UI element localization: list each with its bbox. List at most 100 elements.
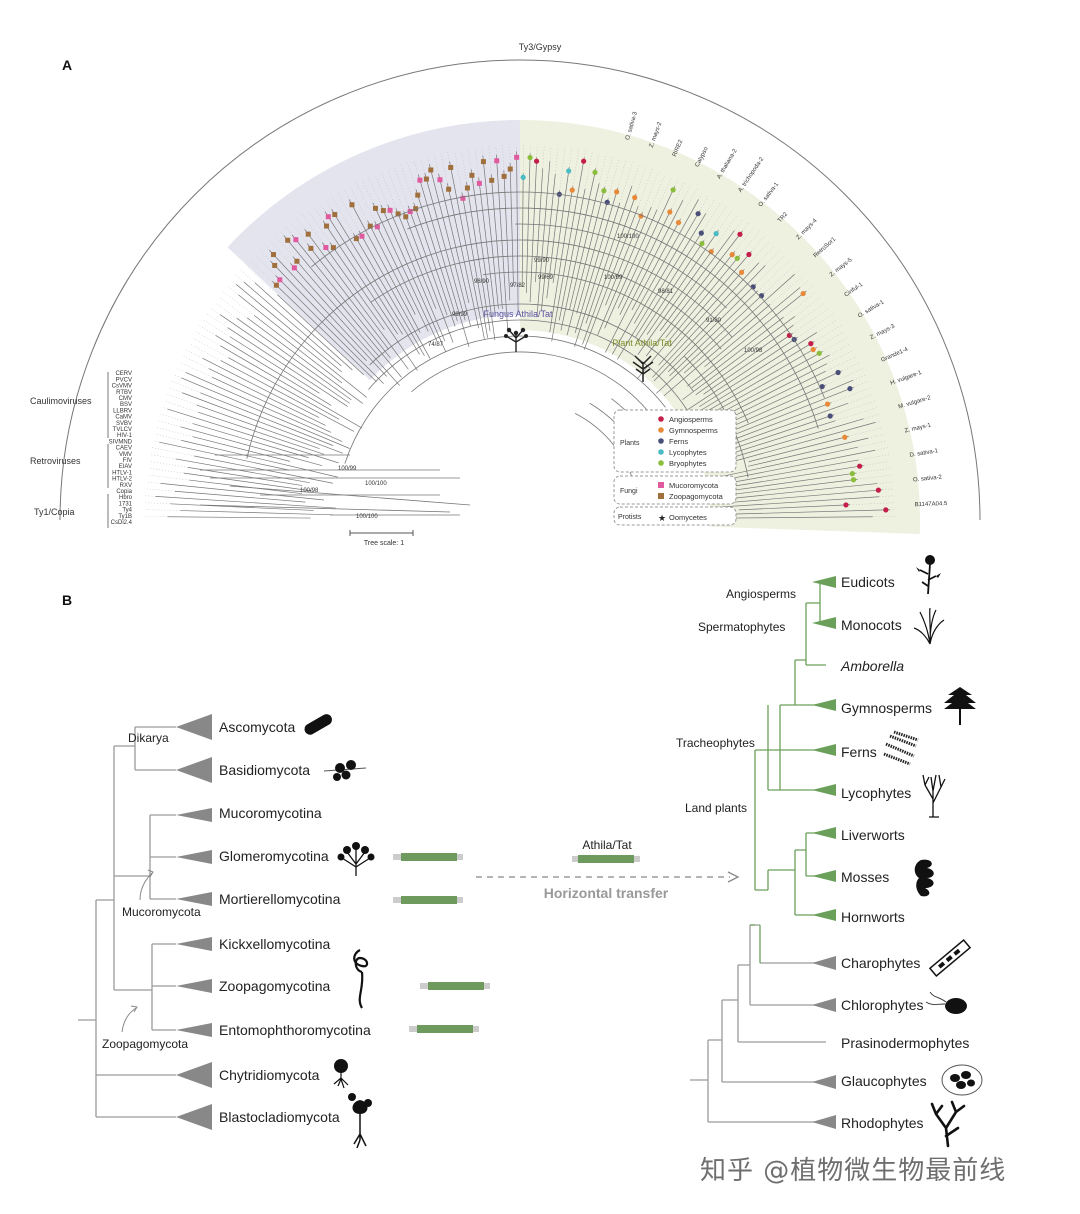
tree-branch — [732, 384, 826, 427]
fungal-tip-marker — [514, 154, 520, 160]
plant-tip-marker — [816, 350, 822, 356]
leaf-guide — [164, 400, 199, 413]
leaf-guide — [254, 254, 276, 276]
tree-branch — [653, 265, 766, 382]
leaf-guide — [584, 150, 586, 158]
tree-branch — [238, 294, 367, 398]
leaf-guide — [440, 153, 448, 184]
plant-leaf-amborella: Amborella — [840, 658, 904, 674]
zoopagomycota-arrow-head — [130, 1005, 138, 1013]
tree-branch — [215, 335, 332, 406]
tree-branch — [583, 206, 639, 350]
plant-tip-marker — [527, 154, 533, 161]
tree-scale-label: Tree scale: 1 — [364, 540, 404, 547]
plant-collapsed-clades — [812, 576, 836, 1129]
tree-branch — [667, 283, 757, 373]
fungal-tip-marker — [395, 211, 401, 217]
plant-tip-marker — [810, 346, 816, 353]
leaf-label: Z. mays-4 — [795, 218, 819, 242]
plant-leaf-rhodophytes: Rhodophytes — [841, 1115, 924, 1131]
tree-branch — [574, 202, 621, 347]
collapsed-clade-charophytes — [812, 956, 836, 970]
leaf-guide — [744, 240, 771, 270]
leaf-guide — [755, 254, 786, 285]
fungal-tip-marker — [460, 195, 466, 201]
tree-branch — [669, 290, 758, 377]
fungal-tip-marker — [380, 208, 386, 214]
leaf-guide — [147, 474, 190, 481]
leaf-guide — [619, 162, 633, 203]
legend-protists-label: Protists — [618, 514, 642, 521]
tree-branch — [198, 411, 325, 455]
tree-branch — [634, 210, 701, 324]
leaf-guide — [162, 407, 168, 410]
internal-node-arc — [368, 319, 706, 445]
fungi-leaf-zoopagomycotina: Zoopagomycotina — [219, 978, 331, 994]
tree-branch — [611, 199, 699, 355]
plant-tip-marker — [667, 209, 673, 215]
tree-branch — [723, 489, 883, 504]
bootstrap-value: 74/87 — [428, 342, 444, 348]
athila-tat-element-bar — [578, 855, 634, 863]
fungi-cladogram — [78, 726, 176, 1118]
legend-marker — [658, 493, 664, 499]
tree-branch — [160, 482, 324, 501]
fungal-tip-marker — [423, 176, 429, 182]
bootstrap-value: 100/100 — [617, 234, 639, 240]
legend-entry: Lycophytes — [669, 448, 707, 457]
tree-branch — [691, 316, 784, 388]
tree-branch — [322, 242, 385, 330]
plant-tip-marker — [750, 284, 756, 290]
leaf-guide — [296, 218, 305, 230]
legend-star-marker: ★ — [658, 513, 666, 523]
plant-tip-marker — [819, 383, 825, 390]
tree-branch — [211, 376, 332, 433]
bootstrap-value: 100/99 — [338, 466, 357, 472]
leaf-guide — [826, 349, 855, 364]
fungal-tip-marker — [305, 231, 311, 237]
leaf-guide — [852, 374, 866, 381]
transfer-arrow-head — [727, 871, 740, 883]
tree-branch — [155, 496, 336, 509]
bootstrap-value: 91/80 — [706, 318, 722, 324]
tree-branch — [713, 483, 878, 501]
leaf-guide — [835, 407, 878, 421]
leaf-label: SIVMND — [109, 439, 133, 445]
legend-entry: Zoopagomycota — [669, 492, 724, 501]
watermark: 知乎 @植物微生物最前线 — [700, 1156, 1007, 1186]
ascomycota-silhouette-icon — [304, 714, 332, 735]
node-label-tracheophytes: Tracheophytes — [676, 736, 755, 750]
tree-branch — [663, 304, 771, 397]
leaf-guide — [374, 174, 388, 205]
plant-tip-marker — [699, 240, 705, 247]
leaf-label: Z. mays-3 — [869, 323, 896, 341]
tree-branch — [646, 230, 719, 335]
leaf-label: Z. mays-1 — [904, 423, 932, 435]
fungal-tip-marker — [291, 265, 297, 271]
leaf-guide — [146, 488, 175, 492]
leaf-guide — [226, 285, 239, 295]
collapsed-clade-chytridiomycota — [176, 1062, 212, 1088]
leaf-guide — [182, 355, 209, 369]
internal-node-arc — [411, 351, 662, 430]
plant-tip-marker — [698, 230, 704, 236]
leaf-guide — [413, 160, 419, 175]
tree-branch — [560, 168, 597, 331]
internal-node-arc — [369, 303, 694, 392]
leaf-guide — [325, 199, 332, 210]
tree-branch — [730, 402, 832, 441]
leaf-guide — [337, 192, 360, 232]
fungal-tip-marker — [437, 177, 443, 183]
bootstrap-value: 99/69 — [538, 275, 554, 281]
tree-branch — [395, 208, 437, 309]
collapsed-clade-lycophytes — [812, 784, 836, 796]
collapsed-clade-chlorophytes — [812, 998, 836, 1012]
fungal-tip-marker — [353, 236, 359, 242]
leaf-guide — [642, 171, 659, 213]
tree-branch — [159, 441, 290, 471]
leaf-label: O. sativa-1 — [857, 299, 886, 319]
plant-leaf-monocots: Monocots — [841, 617, 902, 633]
tree-branch — [228, 357, 340, 420]
tree-branch — [470, 169, 496, 341]
leaf-guide — [542, 145, 545, 169]
